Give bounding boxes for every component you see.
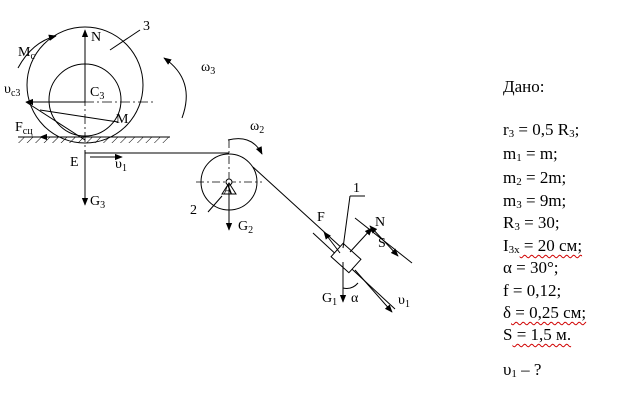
given-value: = 30; [519, 213, 560, 232]
point-m-label: M [116, 112, 129, 127]
velocity-c3-label: υc3 [4, 82, 20, 99]
given-line: I3x = 20 см; [503, 236, 582, 260]
friction-label: Fсц [15, 120, 33, 137]
force-f-label: F [317, 210, 325, 225]
given-line: S = 1,5 м. [503, 325, 571, 349]
force-f-arrow [323, 231, 341, 254]
rope-velocity-label: υ1 [115, 157, 127, 174]
omega3-arrow [163, 57, 187, 119]
given-subscript: 3 [508, 128, 515, 140]
given-symbol: m [503, 191, 517, 210]
given-line: δ = 0,25 см; [503, 303, 586, 327]
given-subscript-2: 3 [569, 128, 575, 140]
rope-incline [252, 166, 345, 251]
given-symbol: I [503, 236, 509, 255]
given-symbol: α [503, 258, 512, 277]
given-subscript: 3x [508, 244, 520, 256]
question-tail: – ? [516, 360, 542, 379]
normal-force-arrow-block [349, 227, 373, 253]
given-line: f = 0,12; [503, 281, 561, 305]
given-line: r3 = 0,5 R3; [503, 120, 579, 144]
given-line: m1 = m; [503, 144, 558, 168]
given-value: = 30°; [511, 258, 559, 277]
gravity3-label: G3 [90, 194, 105, 211]
incline-velocity-arrow [354, 269, 393, 313]
given-symbol: S [503, 325, 513, 344]
omega3-label: ω3 [201, 60, 215, 77]
given-symbol: m [503, 144, 517, 163]
wheel-outer-rim [26, 26, 144, 144]
given-subscript: 1 [516, 152, 522, 164]
incline-velocity-label: υ1 [398, 293, 410, 310]
block-label-leader [342, 195, 351, 249]
given-title: Дано: [503, 77, 545, 96]
question-symbol: υ [503, 360, 512, 379]
gravity1-label: G1 [322, 291, 337, 308]
instant-center-line-1 [25, 101, 86, 141]
given-symbol: R [503, 213, 515, 232]
alpha-label: α [351, 291, 359, 306]
gravity2-label: G2 [238, 219, 253, 236]
center3-label: C3 [90, 85, 104, 102]
moment-arrow [17, 34, 57, 69]
wheel-label-leader [109, 29, 141, 51]
normal-block-label: N [375, 215, 385, 230]
given-symbol: δ [503, 303, 512, 322]
incline-surface [312, 232, 396, 310]
omega2-arrow [227, 138, 263, 155]
given-value: = 0,25 см; [511, 303, 587, 322]
instant-center-line-2 [39, 109, 119, 123]
given-line: m3 = 9m; [503, 191, 566, 215]
pulley-center-label: A [223, 183, 234, 198]
pulley-number-label: 2 [190, 203, 197, 218]
given-symbol: f [503, 281, 509, 300]
given-value: = 0,5 R [514, 120, 570, 139]
question-line: υ1 – ? [503, 360, 541, 384]
given-line: R3 = 30; [503, 213, 560, 237]
given-value: = 20 см; [519, 236, 583, 255]
given-value: = 9m; [521, 191, 567, 210]
given-line: α = 30°; [503, 258, 559, 282]
given-subscript: 3 [514, 221, 520, 233]
given-value: = m; [521, 144, 558, 163]
moment-label: Mc [18, 45, 35, 62]
given-value: = 2m; [521, 168, 567, 187]
mechanics-diagram: 3 N Mc ω3 C3 M υc3 Fсц E υ1 G3 ω2 A 2 G2… [4, 19, 413, 313]
distance-s-arrow [369, 225, 399, 257]
omega2-label: ω2 [250, 119, 264, 136]
given-tail: ; [574, 120, 580, 139]
given-panel: Дано: r3 = 0,5 R3;m1 = m;m2 = 2m;m3 = 9m… [503, 0, 621, 401]
question-sub: 1 [511, 368, 517, 380]
given-subscript: 2 [516, 176, 522, 188]
pulley-label-leader [207, 195, 223, 213]
block-number-label: 1 [353, 181, 360, 196]
given-value: = 0,12; [508, 281, 562, 300]
point-e-label: E [70, 155, 79, 170]
given-symbol: r [503, 120, 509, 139]
alpha-arc [342, 282, 359, 289]
given-subscript: 3 [516, 199, 522, 211]
normal-top-label: N [91, 30, 101, 45]
given-value: = 1,5 м. [512, 325, 572, 344]
given-line: m2 = 2m; [503, 168, 566, 192]
wheel-number-label: 3 [143, 19, 150, 34]
distance-s-label: S [378, 236, 386, 251]
given-symbol: m [503, 168, 517, 187]
